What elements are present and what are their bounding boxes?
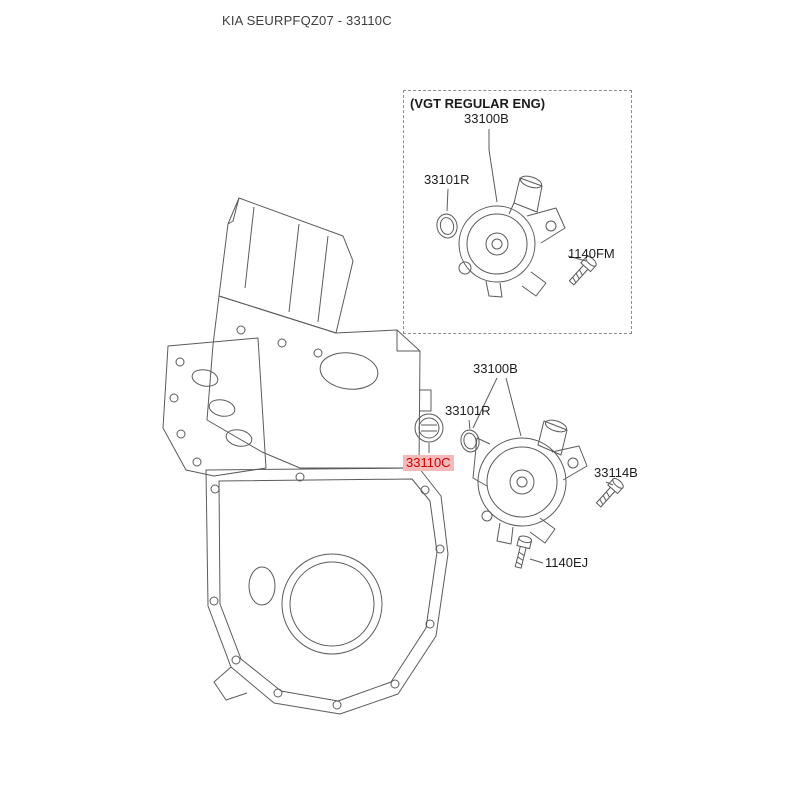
part-label-inset-bolt[interactable]: 1140FM: [568, 246, 615, 261]
inset-pump-drawing: [458, 175, 566, 298]
leader-lines: [428, 129, 614, 564]
part-label-bolt-side[interactable]: 33114B: [594, 465, 638, 480]
engine-block-drawing: [162, 197, 449, 715]
main-oring-drawing: [460, 429, 480, 453]
bolt-33114b-drawing: [595, 477, 624, 508]
part-label-bolt-bottom[interactable]: 1140EJ: [545, 555, 589, 570]
part-label-main-pump[interactable]: 33100B: [473, 361, 518, 376]
part-label-inset-oring[interactable]: 33101R: [424, 172, 470, 187]
part-label-main-oring[interactable]: 33101R: [445, 403, 491, 418]
vgt-inset-box: [403, 90, 632, 334]
vgt-inset-caption: (VGT REGULAR ENG): [410, 96, 546, 111]
bolt-1140ej-drawing: [514, 535, 533, 569]
part-label-plug[interactable]: 33110C: [403, 455, 454, 471]
main-pump-drawing: [472, 419, 588, 545]
inset-oring-drawing: [436, 213, 458, 239]
part-label-inset-pump[interactable]: 33100B: [464, 111, 509, 126]
plug-33110c-drawing: [414, 413, 444, 443]
page-title: KIA SEURPFQZ07 - 33110C: [222, 13, 392, 28]
